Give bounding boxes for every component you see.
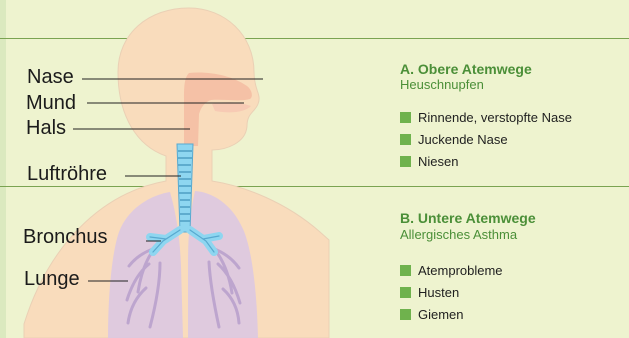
label-nose: Nase xyxy=(27,67,74,87)
lower-airways-symptoms: Atemprobleme Husten Giemen xyxy=(400,259,503,325)
green-bullet-icon xyxy=(400,287,411,298)
label-throat: Hals xyxy=(26,118,66,138)
lower-airways-subtitle: Allergisches Asthma xyxy=(400,227,517,242)
trachea xyxy=(177,144,193,232)
green-bullet-icon xyxy=(400,309,411,320)
upper-symptom-text: Rinnende, verstopfte Nase xyxy=(418,110,572,125)
upper-symptom-item: Niesen xyxy=(400,150,572,172)
label-mouth: Mund xyxy=(26,93,76,113)
label-trachea: Luftröhre xyxy=(27,164,107,184)
green-bullet-icon xyxy=(400,134,411,145)
label-lung: Lunge xyxy=(24,269,80,289)
lower-symptom-item: Giemen xyxy=(400,303,503,325)
upper-symptom-item: Juckende Nase xyxy=(400,128,572,150)
lower-symptom-text: Atemprobleme xyxy=(418,263,503,278)
upper-symptom-text: Niesen xyxy=(418,154,458,169)
green-bullet-icon xyxy=(400,112,411,123)
upper-airways-subtitle: Heuschnupfen xyxy=(400,77,484,92)
lower-symptom-text: Husten xyxy=(418,285,459,300)
upper-airways-symptoms: Rinnende, verstopfte Nase Juckende Nase … xyxy=(400,106,572,172)
upper-airways-title: A. Obere Atemwege xyxy=(400,61,532,77)
upper-symptom-text: Juckende Nase xyxy=(418,132,508,147)
lower-symptom-item: Atemprobleme xyxy=(400,259,503,281)
lower-symptom-text: Giemen xyxy=(418,307,464,322)
green-bullet-icon xyxy=(400,265,411,276)
lower-airways-title: B. Untere Atemwege xyxy=(400,210,536,226)
lower-symptom-item: Husten xyxy=(400,281,503,303)
green-bullet-icon xyxy=(400,156,411,167)
label-bronchus: Bronchus xyxy=(23,227,108,247)
upper-symptom-item: Rinnende, verstopfte Nase xyxy=(400,106,572,128)
